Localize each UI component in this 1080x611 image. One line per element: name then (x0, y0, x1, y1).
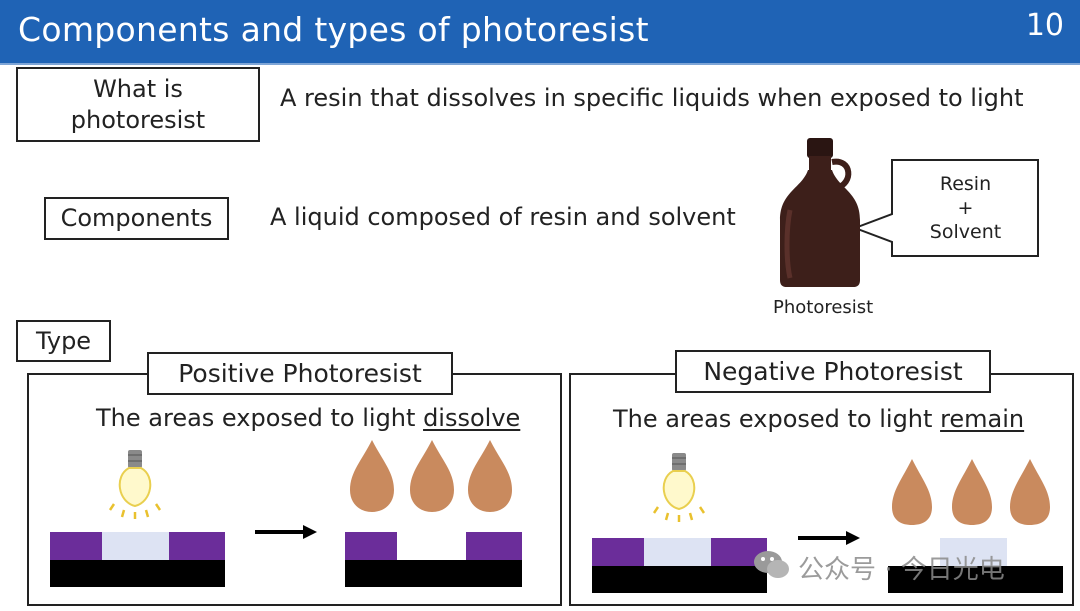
positive-desc-prefix: The areas exposed to light (96, 404, 424, 432)
substrate-after (888, 566, 1063, 593)
bottle-body (780, 170, 860, 288)
solvent-drop (410, 440, 454, 512)
watermark-text: 公众号 · 今日光电 (798, 555, 1005, 585)
solvent-drop (1010, 459, 1050, 525)
negative-title-box: Negative Photoresist (675, 350, 991, 393)
substrate (592, 566, 767, 593)
resist-remaining (940, 538, 1007, 566)
negative-title: Negative Photoresist (703, 357, 963, 386)
positive-description: The areas exposed to light dissolve (96, 404, 520, 432)
callout-solvent: Solvent (929, 221, 1002, 243)
slide-title: Components and types of photoresist (18, 10, 649, 49)
page-number: 10 (1025, 8, 1064, 43)
callout-plus: + (957, 197, 974, 219)
light-bulb-icon (652, 453, 706, 522)
resist-right-after (466, 532, 522, 560)
negative-description: The areas exposed to light remain (613, 405, 1024, 433)
positive-process-diagram (50, 440, 522, 587)
bottle-caption: Photoresist (773, 297, 874, 318)
watermark: 公众号 · 今日光电 (748, 545, 1068, 585)
callout-text: Resin + Solvent (893, 172, 1038, 244)
resist-left (592, 538, 644, 566)
type-label-box: Type (16, 320, 111, 362)
negative-process-diagram (592, 453, 1063, 593)
light-bulb-icon (108, 450, 162, 519)
solvent-drop (468, 440, 512, 512)
resist-left-after (345, 532, 397, 560)
slide-header: Components and types of photoresist 10 (0, 0, 1080, 63)
what-is-label-line1: What is (93, 75, 183, 103)
components-description: A liquid composed of resin and solvent (270, 203, 736, 231)
callout-bubble (852, 159, 1039, 257)
positive-title: Positive Photoresist (178, 359, 422, 388)
resist-exposed (102, 532, 169, 560)
positive-desc-emphasis: dissolve (423, 404, 521, 432)
solvent-drop (952, 459, 992, 525)
photoresist-bottle-illustration (780, 138, 1039, 288)
resist-exposed (644, 538, 711, 566)
negative-desc-prefix: The areas exposed to light (613, 405, 941, 433)
components-label: Components (60, 204, 213, 232)
substrate-after (345, 560, 522, 587)
callout-resin: Resin (939, 173, 992, 195)
what-is-label-line2: photoresist (70, 106, 206, 134)
solvent-drop (892, 459, 932, 525)
resist-right (169, 532, 225, 560)
arrow-right-icon (798, 531, 860, 545)
type-label: Type (35, 327, 92, 355)
what-is-label-box: What is photoresist (16, 67, 260, 142)
header-divider (0, 63, 1080, 65)
negative-desc-emphasis: remain (940, 405, 1025, 433)
bottle-cap (807, 138, 833, 158)
solvent-drop (350, 440, 394, 512)
resist-left (50, 532, 102, 560)
positive-title-box: Positive Photoresist (147, 352, 453, 395)
arrow-right-icon (255, 525, 317, 539)
wechat-icon (754, 551, 789, 578)
photoresist-definition: A resin that dissolves in specific liqui… (280, 84, 1024, 112)
substrate (50, 560, 225, 587)
components-label-box: Components (44, 197, 229, 240)
